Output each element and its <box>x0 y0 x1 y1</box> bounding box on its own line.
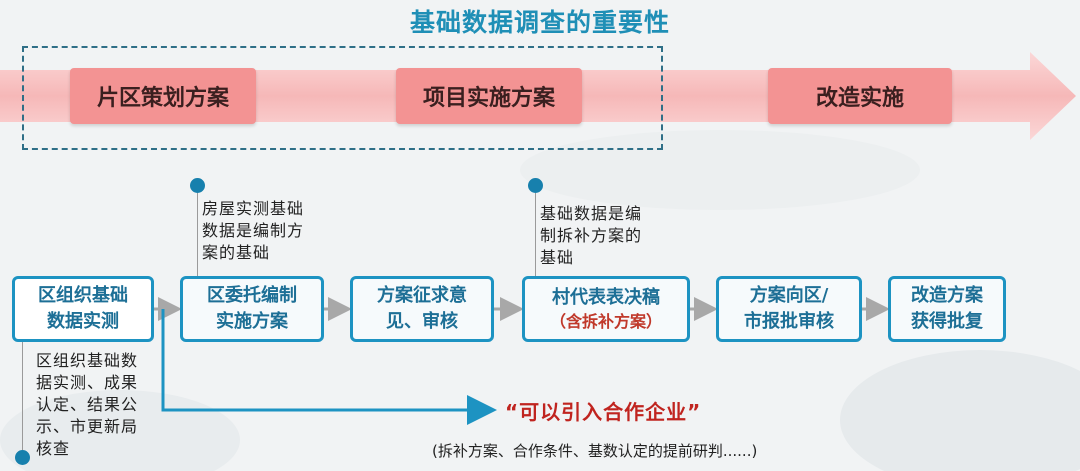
cooperation-detail: (拆补方案、合作条件、基数认定的提前研判......) <box>432 442 758 460</box>
step-line: 区委托编制 <box>207 285 297 306</box>
step-line: 市报批审核 <box>744 311 834 332</box>
step-commission-plan: 区委托编制 实施方案 <box>180 276 324 342</box>
step-plan-approved: 改造方案 获得批复 <box>888 276 1006 342</box>
note-step-2: 房屋实测基础 数据是编制方 案的基础 <box>202 199 305 262</box>
step-line: 方案向区/ <box>749 285 829 306</box>
annotation-line <box>197 193 198 276</box>
planning-stage-frame <box>22 46 663 150</box>
step-line: 数据实测 <box>47 311 119 332</box>
phase-district-planning: 片区策划方案 <box>70 68 256 124</box>
step-base-survey: 区组织基础 数据实测 <box>12 276 154 342</box>
note-step-4: 基础数据是编 制拆补方案的 基础 <box>540 204 643 267</box>
step-line: 方案征求意 <box>377 285 467 306</box>
annotation-line <box>22 342 23 450</box>
annotation-dot <box>528 178 543 193</box>
step-sub-note: （含拆补方案） <box>549 312 662 331</box>
step-line: 实施方案 <box>216 311 288 332</box>
step-villager-vote-draft: 村代表表决稿 （含拆补方案） <box>522 276 690 342</box>
step-line: 见、审核 <box>386 311 458 332</box>
connector-to-callout <box>161 309 497 425</box>
step-approval-review: 方案向区/ 市报批审核 <box>716 276 862 342</box>
annotation-dot <box>190 178 205 193</box>
step-line: 改造方案 <box>911 285 983 306</box>
annotation-dot <box>15 450 30 465</box>
step-line: 村代表表决稿 <box>552 287 660 308</box>
cooperation-callout: “可以引入合作企业” <box>505 400 702 424</box>
phase-project-implementation: 项目实施方案 <box>396 68 582 124</box>
step-line: 获得批复 <box>911 311 983 332</box>
annotation-line <box>535 193 536 276</box>
step-consultation-review: 方案征求意 见、审核 <box>350 276 494 342</box>
phase-renovation: 改造实施 <box>768 68 952 124</box>
note-step-1: 区组织基础数 据实测、成果 认定、结果公 示、市更新局 核查 <box>36 351 139 458</box>
step-line: 区组织基础 <box>38 285 128 306</box>
page-title: 基础数据调查的重要性 <box>409 8 670 37</box>
